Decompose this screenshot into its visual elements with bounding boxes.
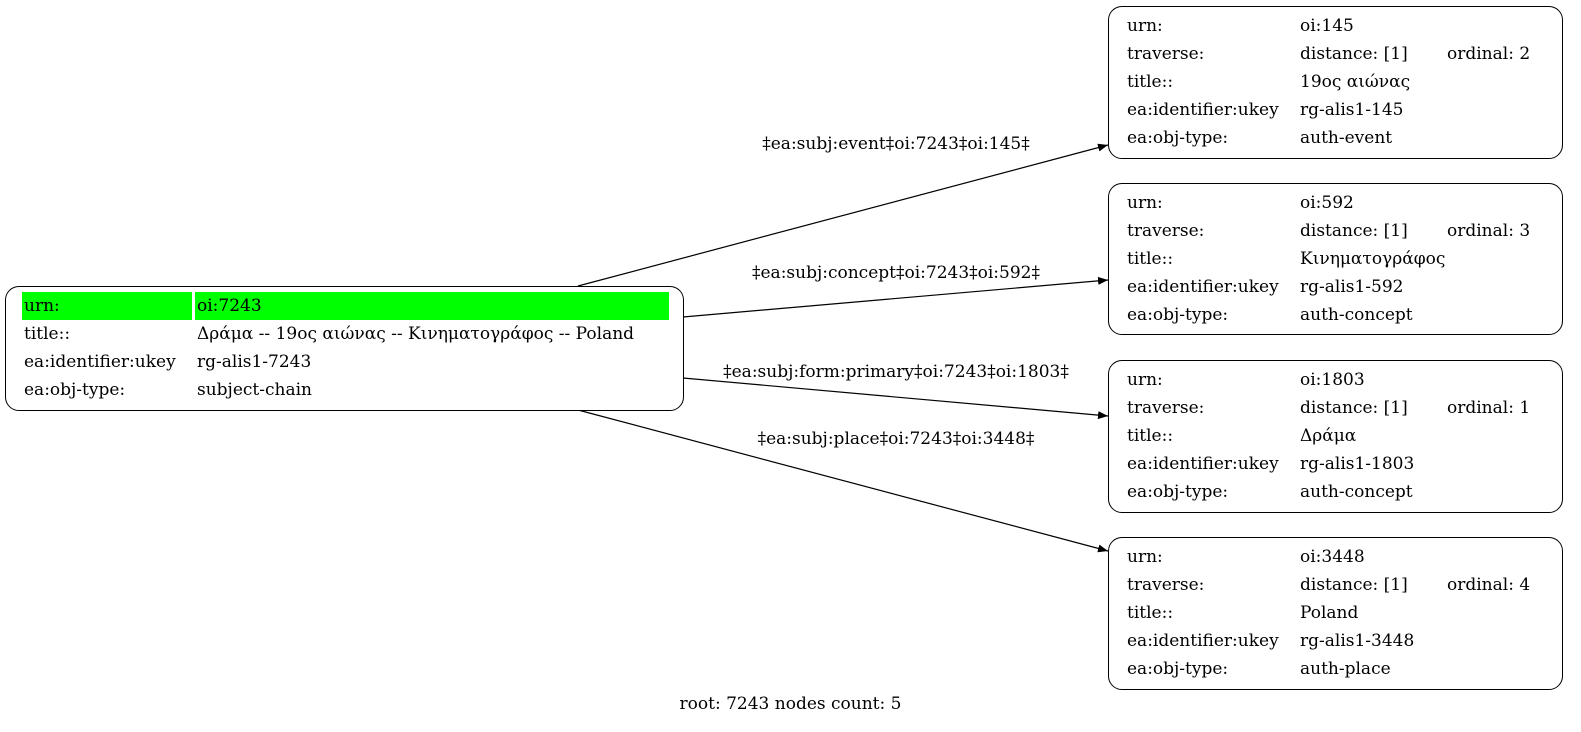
node-type-value: auth-concept (1300, 305, 1413, 325)
root-node[interactable]: urn: oi:7243 title:: Δράμα -- 19ος αιώνα… (5, 286, 684, 411)
node-title-value: 19ος αιώνας (1300, 72, 1411, 92)
node-type-row: ea:obj-type: auth-concept (1125, 478, 1532, 506)
node-traverse-row: traverse: distance: [1] ordinal: 4 (1125, 571, 1532, 599)
node-distance: distance: [1] (1300, 575, 1408, 595)
node-distance: distance: [1] (1300, 44, 1408, 64)
node-ukey-key: ea:identifier:ukey (1127, 631, 1279, 651)
node-ordinal: ordinal: 3 (1447, 221, 1531, 241)
edge-concept-line (682, 276, 1109, 318)
node-urn-value: oi:592 (1300, 193, 1354, 213)
node-title-row: title::Κινηματογράφος (1125, 245, 1532, 273)
edge-form-primary-line (682, 377, 1109, 420)
node-traverse-key: traverse: (1127, 398, 1205, 418)
node-title-key: title:: (1127, 426, 1174, 446)
node-distance: distance: [1] (1300, 398, 1408, 418)
node-urn-value: oi:145 (1300, 16, 1354, 36)
edge-form-primary-label: ‡ea:subj:form:primary‡oi:7243‡oi:1803‡ (723, 362, 1069, 382)
node-type-value: auth-place (1300, 659, 1391, 679)
root-type-row: ea:obj-type: subject-chain (22, 376, 669, 404)
node-ukey-key: ea:identifier:ukey (1127, 100, 1279, 120)
node-title-value: Poland (1300, 603, 1359, 623)
root-ukey-key: ea:identifier:ukey (24, 352, 176, 372)
node-ordinal: ordinal: 4 (1447, 575, 1531, 595)
node-urn-key: urn: (1127, 370, 1163, 390)
node-urn-row: urn: oi:1803 (1125, 366, 1532, 394)
node-type-key: ea:obj-type: (1127, 659, 1229, 679)
node-ordinal: ordinal: 1 (1447, 398, 1531, 418)
root-urn-value: oi:7243 (195, 292, 669, 320)
node-ukey-row: ea:identifier:ukey rg-alis1-1803 (1125, 450, 1532, 478)
node-ukey-value: rg-alis1-3448 (1300, 631, 1415, 651)
node-ukey-key: ea:identifier:ukey (1127, 454, 1279, 474)
node-type-row: ea:obj-type: auth-event (1125, 124, 1532, 152)
node-oi-145[interactable]: urn: oi:145 traverse: distance: [1] ordinal… (1108, 6, 1563, 159)
node-traverse-row: traverse: distance: [1] ordinal: 3 (1125, 217, 1532, 245)
root-ukey-row: ea:identifier:ukey rg-alis1-7243 (22, 348, 669, 376)
root-title-key: title:: (24, 324, 71, 344)
node-title-key: title:: (1127, 603, 1174, 623)
root-urn-key: urn: (22, 292, 192, 320)
node-urn-row: urn: oi:145 (1125, 12, 1532, 40)
root-urn-row: urn: oi:7243 (22, 292, 669, 320)
root-ukey-value: rg-alis1-7243 (197, 352, 312, 372)
node-urn-value: oi:1803 (1300, 370, 1365, 390)
node-urn-value: oi:3448 (1300, 547, 1365, 567)
node-traverse-key: traverse: (1127, 44, 1205, 64)
node-title-value: Κινηματογράφος (1300, 249, 1446, 269)
root-type-key: ea:obj-type: (24, 380, 126, 400)
node-distance: distance: [1] (1300, 221, 1408, 241)
edge-event-line (577, 143, 1109, 287)
node-traverse-key: traverse: (1127, 221, 1205, 241)
node-title-row: title::Δράμα (1125, 422, 1532, 450)
node-ukey-value: rg-alis1-592 (1300, 277, 1404, 297)
node-type-key: ea:obj-type: (1127, 482, 1229, 502)
node-traverse-row: traverse: distance: [1] ordinal: 2 (1125, 40, 1532, 68)
node-type-key: ea:obj-type: (1127, 128, 1229, 148)
node-title-value: Δράμα (1300, 426, 1357, 446)
node-ordinal: ordinal: 2 (1447, 44, 1531, 64)
node-urn-row: urn: oi:3448 (1125, 543, 1532, 571)
node-oi-3448[interactable]: urn: oi:3448 traverse: distance: [1] ordina… (1108, 537, 1563, 690)
node-title-row: title::19ος αιώνας (1125, 68, 1532, 96)
node-ukey-value: rg-alis1-145 (1300, 100, 1404, 120)
node-title-key: title:: (1127, 72, 1174, 92)
node-traverse-key: traverse: (1127, 575, 1205, 595)
node-urn-key: urn: (1127, 16, 1163, 36)
node-type-value: auth-concept (1300, 482, 1413, 502)
edge-place-label: ‡ea:subj:place‡oi:7243‡oi:3448‡ (758, 429, 1035, 449)
node-ukey-row: ea:identifier:ukey rg-alis1-145 (1125, 96, 1532, 124)
edge-place: ‡ea:subj:place‡oi:7243‡oi:3448‡ (577, 409, 1109, 553)
edge-event-label: ‡ea:subj:event‡oi:7243‡oi:145‡ (762, 134, 1030, 154)
node-traverse-row: traverse: distance: [1] ordinal: 1 (1125, 394, 1532, 422)
node-oi-592[interactable]: urn: oi:592 traverse: distance: [1] ordinal… (1108, 183, 1563, 335)
node-urn-row: urn: oi:592 (1125, 189, 1532, 217)
node-type-row: ea:obj-type: auth-place (1125, 655, 1532, 683)
node-title-row: title::Poland (1125, 599, 1532, 627)
node-urn-key: urn: (1127, 193, 1163, 213)
graph-footer: root: 7243 nodes count: 5 (679, 694, 902, 714)
root-title-row: title:: Δράμα -- 19ος αιώνας -- Κινηματο… (22, 320, 669, 348)
node-ukey-key: ea:identifier:ukey (1127, 277, 1279, 297)
edge-concept: ‡ea:subj:concept‡oi:7243‡oi:592‡ (682, 263, 1109, 318)
node-type-row: ea:obj-type: auth-concept (1125, 301, 1532, 329)
edge-event: ‡ea:subj:event‡oi:7243‡oi:145‡ (577, 134, 1109, 287)
node-title-key: title:: (1127, 249, 1174, 269)
node-ukey-row: ea:identifier:ukey rg-alis1-3448 (1125, 627, 1532, 655)
node-type-value: auth-event (1300, 128, 1393, 148)
edge-place-line (577, 409, 1109, 553)
node-ukey-row: ea:identifier:ukey rg-alis1-592 (1125, 273, 1532, 301)
root-type-value: subject-chain (197, 380, 312, 400)
node-type-key: ea:obj-type: (1127, 305, 1229, 325)
edge-concept-label: ‡ea:subj:concept‡oi:7243‡oi:592‡ (752, 263, 1040, 283)
edge-form-primary: ‡ea:subj:form:primary‡oi:7243‡oi:1803‡ (682, 362, 1109, 420)
node-ukey-value: rg-alis1-1803 (1300, 454, 1415, 474)
node-oi-1803[interactable]: urn: oi:1803 traverse: distance: [1] ordina… (1108, 360, 1563, 513)
node-urn-key: urn: (1127, 547, 1163, 567)
root-title-value: Δράμα -- 19ος αιώνας -- Κινηματογράφος -… (197, 324, 635, 344)
